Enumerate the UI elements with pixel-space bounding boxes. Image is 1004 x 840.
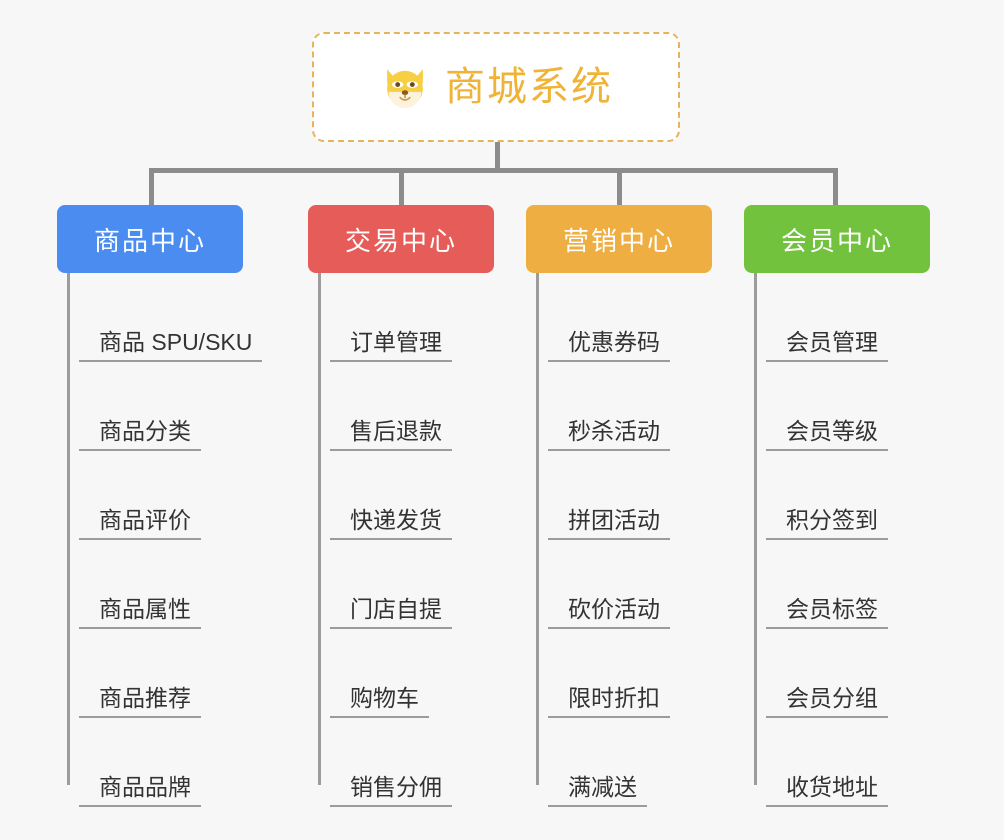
category-label-1: 交易中心 xyxy=(344,225,457,256)
leaf-item-underline xyxy=(79,627,201,629)
leaf-item-label: 商品评价 xyxy=(99,506,191,533)
leaf-item-label: 会员分组 xyxy=(786,684,878,711)
leaf-item-label: 购物车 xyxy=(350,684,419,711)
leaf-item[interactable]: 会员管理 xyxy=(756,273,930,362)
leaf-item-underline xyxy=(766,449,888,451)
connector-drop-4 xyxy=(833,168,838,208)
category-box-2[interactable]: 营销中心 xyxy=(526,205,712,273)
leaf-item[interactable]: 商品推荐 xyxy=(69,629,243,718)
connector-drop-1 xyxy=(149,168,154,208)
leaf-item-label: 优惠券码 xyxy=(568,328,660,355)
leaf-item-label: 收货地址 xyxy=(786,773,878,800)
category-box-1[interactable]: 交易中心 xyxy=(308,205,494,273)
leaf-item-underline xyxy=(79,538,201,540)
leaf-item-underline xyxy=(766,360,888,362)
leaf-item[interactable]: 商品 SPU/SKU xyxy=(69,273,263,362)
root-node-shop-system[interactable]: 商城系统 xyxy=(312,32,680,142)
branch-column-0: 商品中心 商品 SPU/SKU 商品分类商品评价商品属性商品推荐商品品牌 xyxy=(57,205,263,807)
leaf-item[interactable]: 收货地址 xyxy=(756,718,930,807)
leaf-item[interactable]: 秒杀活动 xyxy=(538,362,712,451)
leaf-item[interactable]: 订单管理 xyxy=(320,273,494,362)
leaf-item-underline xyxy=(79,360,263,362)
leaf-item-underline xyxy=(330,360,452,362)
connector-root-stem xyxy=(495,142,500,170)
leaf-item-label: 商品推荐 xyxy=(99,684,191,711)
leaf-item-label: 销售分佣 xyxy=(350,773,442,800)
branch-items-3: 会员管理会员等级积分签到会员标签会员分组收货地址 xyxy=(744,273,930,807)
leaf-item-underline xyxy=(766,538,888,540)
leaf-item[interactable]: 商品属性 xyxy=(69,540,243,629)
leaf-item-label: 商品属性 xyxy=(99,595,191,622)
connector-horizontal-bus xyxy=(149,168,838,173)
leaf-item-label: 限时折扣 xyxy=(568,684,660,711)
leaf-item-label: 订单管理 xyxy=(350,328,442,355)
leaf-item-label: 拼团活动 xyxy=(568,506,660,533)
leaf-item-label: 快递发货 xyxy=(350,506,442,533)
leaf-item[interactable]: 售后退款 xyxy=(320,362,494,451)
category-box-0[interactable]: 商品中心 xyxy=(57,205,243,273)
leaf-item[interactable]: 会员等级 xyxy=(756,362,930,451)
leaf-item-underline xyxy=(79,805,201,807)
branch-items-2: 优惠券码秒杀活动拼团活动砍价活动限时折扣满减送 xyxy=(526,273,712,807)
leaf-item-underline xyxy=(766,805,888,807)
leaf-item-underline xyxy=(548,805,647,807)
category-label-3: 会员中心 xyxy=(780,225,893,256)
leaf-item[interactable]: 购物车 xyxy=(320,629,494,718)
branch-column-2: 营销中心 优惠券码秒杀活动拼团活动砍价活动限时折扣满减送 xyxy=(526,205,712,807)
leaf-item[interactable]: 会员标签 xyxy=(756,540,930,629)
leaf-item[interactable]: 限时折扣 xyxy=(538,629,712,718)
leaf-item[interactable]: 砍价活动 xyxy=(538,540,712,629)
branch-column-3: 会员中心 会员管理会员等级积分签到会员标签会员分组收货地址 xyxy=(744,205,930,807)
leaf-item[interactable]: 商品品牌 xyxy=(69,718,243,807)
leaf-item-underline xyxy=(548,716,670,718)
leaf-item-underline xyxy=(766,716,888,718)
leaf-item-underline xyxy=(330,538,452,540)
leaf-item-label: 秒杀活动 xyxy=(568,417,660,444)
leaf-item[interactable]: 积分签到 xyxy=(756,451,930,540)
leaf-item[interactable]: 优惠券码 xyxy=(538,273,712,362)
leaf-item[interactable]: 门店自提 xyxy=(320,540,494,629)
branch-items-1: 订单管理售后退款快递发货门店自提购物车销售分佣 xyxy=(308,273,494,807)
leaf-item-underline xyxy=(548,360,670,362)
leaf-item-underline xyxy=(330,805,452,807)
leaf-item-label: 砍价活动 xyxy=(568,595,660,622)
leaf-item[interactable]: 快递发货 xyxy=(320,451,494,540)
leaf-item-underline xyxy=(330,449,452,451)
leaf-item-underline xyxy=(330,627,452,629)
leaf-item-underline xyxy=(330,716,429,718)
shiba-dog-face-icon xyxy=(387,69,423,109)
leaf-item-label: 积分签到 xyxy=(786,506,878,533)
category-box-3[interactable]: 会员中心 xyxy=(744,205,930,273)
leaf-item-label: 售后退款 xyxy=(350,417,442,444)
leaf-item-underline xyxy=(766,627,888,629)
leaf-item[interactable]: 商品分类 xyxy=(69,362,243,451)
category-label-2: 营销中心 xyxy=(562,225,675,256)
leaf-item-underline xyxy=(548,538,670,540)
branch-column-1: 交易中心 订单管理售后退款快递发货门店自提购物车销售分佣 xyxy=(308,205,494,807)
leaf-item-label: 会员等级 xyxy=(786,417,878,444)
leaf-item[interactable]: 销售分佣 xyxy=(320,718,494,807)
leaf-item[interactable]: 商品评价 xyxy=(69,451,243,540)
root-title: 商城系统 xyxy=(445,65,613,109)
connector-drop-2 xyxy=(399,168,404,208)
leaf-item-label: 门店自提 xyxy=(350,595,442,622)
leaf-item-underline xyxy=(548,627,670,629)
leaf-item-underline xyxy=(79,449,201,451)
branch-items-0: 商品 SPU/SKU 商品分类商品评价商品属性商品推荐商品品牌 xyxy=(57,273,263,807)
category-label-0: 商品中心 xyxy=(93,225,206,256)
leaf-item-label: 满减送 xyxy=(568,773,637,800)
leaf-item-label: 会员标签 xyxy=(786,595,878,622)
leaf-item-underline xyxy=(548,449,670,451)
leaf-item-label: 商品品牌 xyxy=(99,773,191,800)
leaf-item-label: 商品 SPU/SKU xyxy=(99,328,253,355)
leaf-item-label: 会员管理 xyxy=(786,328,878,355)
leaf-item[interactable]: 拼团活动 xyxy=(538,451,712,540)
leaf-item[interactable]: 满减送 xyxy=(538,718,712,807)
leaf-item[interactable]: 会员分组 xyxy=(756,629,930,718)
leaf-item-underline xyxy=(79,716,201,718)
leaf-item-label: 商品分类 xyxy=(99,417,191,444)
connector-drop-3 xyxy=(617,168,622,208)
